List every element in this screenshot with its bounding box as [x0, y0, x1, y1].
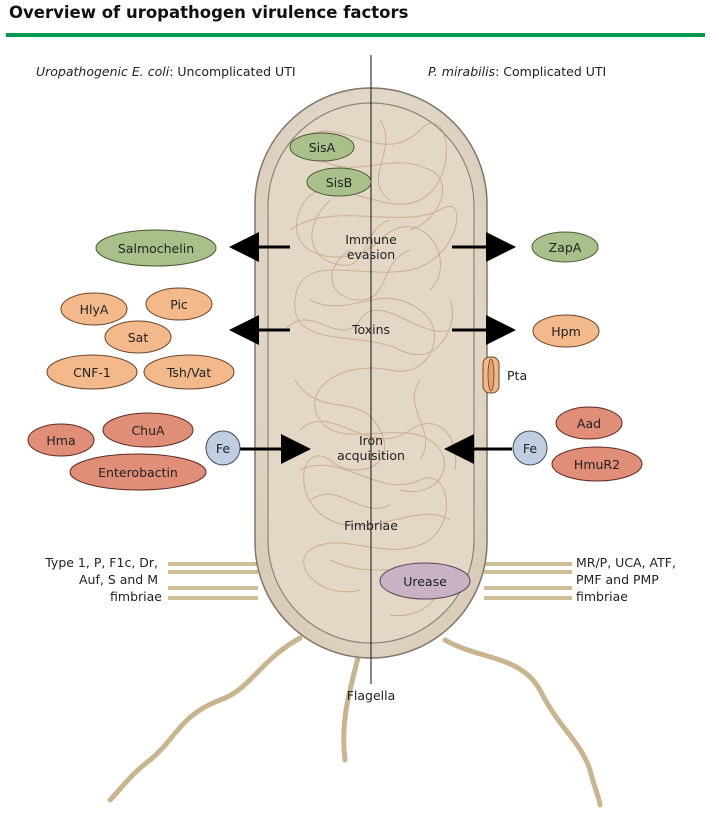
flagella-label: Flagella	[347, 688, 396, 703]
oval-tshvat: Tsh/Vat	[143, 354, 235, 390]
oval-sisb: SisB	[306, 167, 372, 197]
right-header-species: P. mirabilis	[428, 64, 496, 79]
left-fimbriae-line2: Auf, S and M	[79, 572, 158, 587]
iron-label-line1: Iron	[359, 433, 383, 448]
oval-cnf1: CNF-1	[46, 354, 138, 390]
right-fimbriae-text: MR/P, UCA, ATF, PMF and PMP fimbriae	[576, 555, 680, 604]
circle-fe-left: Fe	[205, 430, 241, 466]
left-fimbriae-line3: fimbriae	[110, 589, 162, 604]
oval-cnf1-text: CNF-1	[73, 365, 111, 380]
oval-sisa: SisA	[289, 132, 355, 162]
fimbriae-label: Fimbriae	[344, 518, 398, 533]
oval-pic: Pic	[145, 287, 213, 321]
oval-sisb-text: SisB	[326, 175, 353, 190]
oval-hma-text: Hma	[46, 433, 75, 448]
iron-label-line2: acquisition	[337, 448, 405, 463]
right-header-rest: : Complicated UTI	[495, 64, 607, 79]
oval-hmur2: HmuR2	[551, 446, 643, 482]
oval-urease-text: Urease	[403, 574, 447, 589]
left-header-rest: : Uncomplicated UTI	[169, 64, 296, 79]
oval-hma: Hma	[27, 423, 95, 457]
oval-hmur2-text: HmuR2	[574, 457, 620, 472]
left-header: Uropathogenic E. coli: Uncomplicated UTI	[36, 64, 296, 79]
toxins-label: Toxins	[351, 322, 390, 337]
oval-zapa-text: ZapA	[549, 240, 582, 255]
left-header-species: Uropathogenic E. coli	[36, 64, 170, 79]
fimbriae-left	[168, 562, 258, 600]
right-fimbriae-line3: fimbriae	[576, 589, 628, 604]
oval-tshvat-text: Tsh/Vat	[166, 365, 211, 380]
circle-fe-right: Fe	[512, 430, 548, 466]
oval-hlya: HlyA	[60, 292, 128, 326]
arrows	[229, 232, 516, 464]
oval-sat: Sat	[104, 320, 172, 354]
oval-enterobactin: Enterobactin	[69, 453, 207, 491]
immune-label-line1: Immune	[345, 232, 397, 247]
right-header: P. mirabilis: Complicated UTI	[428, 64, 606, 79]
right-fimbriae-line2: PMF and PMP	[576, 572, 659, 587]
oval-chua-text: ChuA	[131, 423, 165, 438]
flagella	[107, 635, 603, 808]
oval-chua: ChuA	[102, 412, 194, 448]
title-rule	[6, 33, 705, 37]
oval-hpm: Hpm	[532, 314, 600, 348]
oval-sat-text: Sat	[128, 330, 149, 345]
oval-salmochelin: Salmochelin	[95, 229, 217, 267]
oval-urease: Urease	[379, 562, 471, 600]
right-fimbriae-line1: MR/P, UCA, ATF,	[576, 555, 676, 570]
oval-pic-text: Pic	[170, 297, 188, 312]
oval-salmochelin-text: Salmochelin	[118, 241, 194, 256]
oval-hlya-text: HlyA	[80, 302, 109, 317]
fe-left-text: Fe	[216, 441, 231, 456]
oval-aad: Aad	[555, 406, 623, 440]
left-fimbriae-line1: Type 1, P, F1c, Dr,	[44, 555, 158, 570]
page-title: Overview of uropathogen virulence factor…	[9, 3, 409, 22]
oval-aad-text: Aad	[577, 416, 601, 431]
left-fimbriae-text: Type 1, P, F1c, Dr, Auf, S and M fimbria…	[44, 555, 162, 604]
oval-hpm-text: Hpm	[551, 324, 581, 339]
pta-channel: Pta	[482, 356, 527, 394]
immune-label-line2: evasion	[347, 247, 395, 262]
oval-sisa-text: SisA	[309, 140, 336, 155]
oval-zapa: ZapA	[531, 231, 599, 263]
pta-text: Pta	[507, 368, 527, 383]
fimbriae-right	[484, 562, 572, 600]
oval-enterobactin-text: Enterobactin	[98, 465, 178, 480]
fe-right-text: Fe	[523, 441, 538, 456]
